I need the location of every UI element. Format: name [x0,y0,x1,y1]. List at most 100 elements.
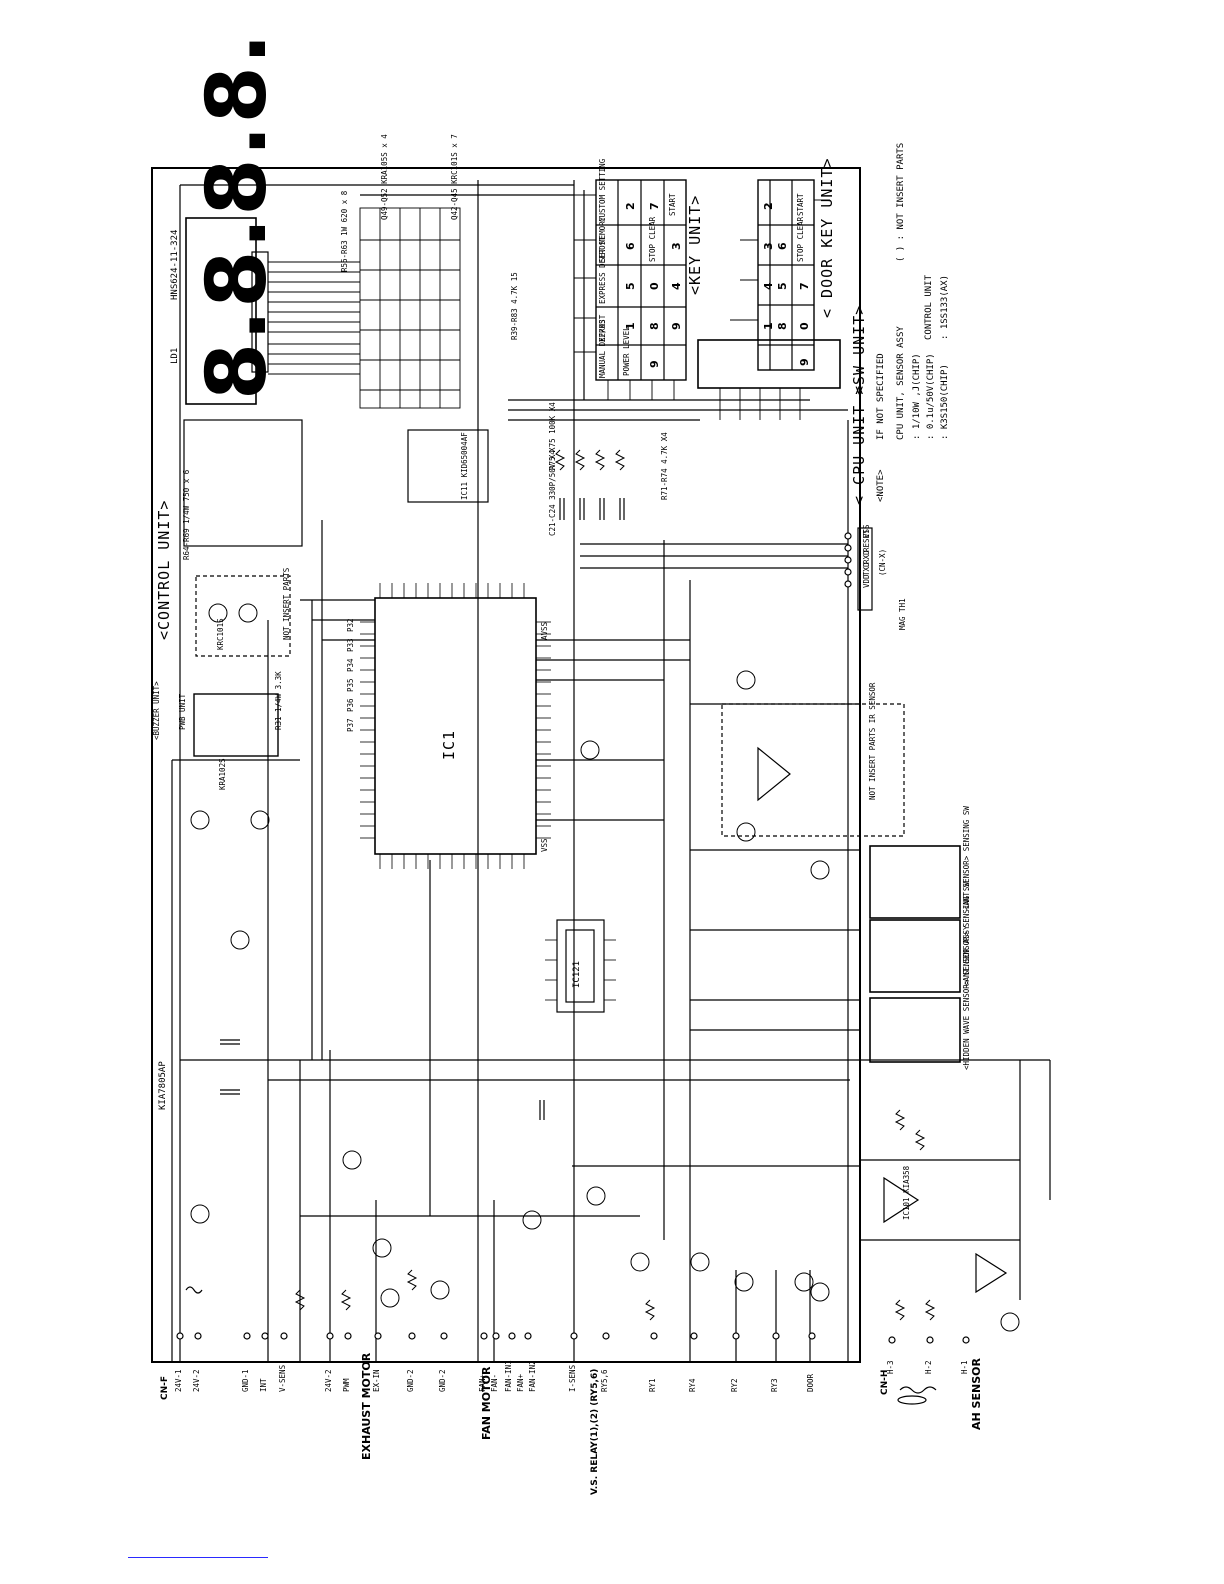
display-part-number: HNS624-11-324 [170,229,180,300]
key-stop-clear: STOP CLEAR [648,216,657,262]
r31-note: R31 1/4W 3.3K [274,671,283,730]
cn-x-vdd: VDD [862,574,871,588]
ic11-label: IC11 KID65004AF [460,432,469,500]
key-express-defrost: EXPRESS DEFROST [598,236,607,304]
key-8: 8 [648,322,661,330]
q46-part: KRA102S [218,758,227,790]
seven-segment-display: 8.8.8.8. [190,31,285,400]
cn-h-pin-2: H-2 [924,1360,933,1374]
key-3: 3 [670,242,683,250]
door-key-stop-clear: STOP CLEAR [796,216,805,262]
cn-f-label: CN-F [160,1375,170,1400]
cn-f-pin-fanplus2: FAN+ [516,1373,525,1392]
key-manual-defrost: MANUAL DEFROST [598,314,607,378]
cpu-unit-title: < CPU UNIT > [850,384,868,505]
note-line-2: CPU UNIT, SENSOR ASSY [896,326,906,440]
ir-sensor-label: NOT INSERT PARTS IR SENSOR [868,682,877,800]
vs-relay-label: V.S. RELAY(1),(2) (RY5,6) [590,1368,600,1495]
door-key-8: 8 [776,322,789,330]
buzzer-unit-label: <BUZZER UNIT> [152,681,161,740]
key-9b: 9 [670,322,683,330]
display-resistor-note: R56-R63 1W 620 x 8 [340,190,349,272]
key-5: 5 [624,282,637,290]
note-title: <NOTE> [876,469,886,502]
cn-h-pin-1: H-1 [960,1360,969,1374]
ic1-pin-p37: P37 [346,718,355,732]
cn-f-pin-24v2b: 24V-2 [324,1369,333,1392]
sw-unit-title: <SW UNIT> [850,304,868,395]
door-key-7: 7 [798,282,811,290]
door-key-1: 1 [762,322,775,330]
ic1-body [374,597,537,855]
note-line-5: : K3S150(CHIP) [940,364,950,440]
cn-f-pin-gnd2: GND-2 [406,1369,415,1392]
footer-link-line [128,1557,268,1558]
note-line-3: : 1/10W ,J(CHIP) [912,353,922,440]
cn-h-pin-3: H-3 [886,1360,895,1374]
note-line-8: ( ) : NOT INSERT PARTS [896,142,906,262]
door-key-5: 5 [776,282,789,290]
ic101-label: IC101 KIA358 [902,1165,911,1220]
key-7: 7 [648,202,661,210]
key-6: 6 [624,242,637,250]
ic1-pin-p35: P35 [346,678,355,692]
r71-note: R71-R74 4.7K X4 [660,432,669,500]
cn-f-pin-ry3: RY3 [770,1378,779,1392]
not-insert-label: NOT INSERT PARTS [282,567,291,640]
cn-f-pin-gnd2b: GND-2 [438,1369,447,1392]
note-line-4: : 0.1u/50V(CHIP) [926,353,936,440]
key-4: 4 [670,282,683,290]
exhaust-motor-label: EXHAUST MOTOR [360,1352,373,1460]
door-key-0: 0 [798,322,811,330]
cn-f-pin-fanin1: FAN-IN1 [504,1360,513,1392]
door-key-start: START [796,193,805,216]
cn-f-pin-pwm: PWM [342,1378,351,1392]
r39-note: R39-R83 4.7K 15 [510,272,519,340]
ah-sensor-label: AH SENSOR [970,1358,983,1430]
display-ref: LD1 [170,347,180,364]
ic1-pin-vss: VSS [540,838,549,852]
ic1-pin-avss: AVSS [540,621,549,640]
door-key-9: 9 [798,358,811,366]
key-power-level: POWER LEVEL [622,326,631,376]
key-unit-title: <KEY UNIT> [686,194,704,295]
door-key-6: 6 [776,242,789,250]
cn-f-pin-24v1: 24V-1 [174,1369,183,1392]
door-key-3: 3 [762,242,775,250]
door-key-4: 4 [762,282,775,290]
pwb-unit-label: PWB UNIT [178,693,187,730]
note-line-6: CONTROL UNIT [924,274,934,340]
key-start: START [668,193,677,216]
water-sensor-label: <HIDDEN WAVE SENSOR> SENSOR ASSY [962,925,971,1071]
transistor-note-q40: Q49-Q52 KRA105S x 4 [380,134,389,220]
note-line-7: : 1SS133(AX) [940,274,950,340]
key-0: 0 [648,282,661,290]
door-key-unit-title: < DOOR KEY UNIT> [818,157,836,319]
key-2: 2 [624,202,637,210]
ic1-pin-p34: P34 [346,658,355,672]
cn-x-reset: RESET [862,529,871,552]
cn-f-pin-24v2: 24V-2 [192,1369,201,1392]
fan-motor-label: FAN MOTOR [480,1366,493,1440]
key-9: 9 [648,360,661,368]
cn-f-pin-gnd1: GND-1 [241,1369,250,1392]
regulator-label: KIA7805AP [158,1061,168,1110]
cn-f-pin-int: INT [259,1378,268,1392]
mag-th-label: MAG TH1 [898,598,907,630]
cn-x-label: (CN-X) [878,548,887,576]
cn-f-pin-ry56: RY5,6 [600,1369,609,1392]
ic1-pin-p32: P32 [346,618,355,632]
cn-f-pin-vsens: V-SENS [278,1364,287,1392]
cn-f-pin-exin: EX-IN [372,1369,381,1392]
ic121-label: IC121 [572,960,582,988]
control-unit-title: <CONTROL UNIT> [155,499,173,640]
cn-f-pin-door: DOOR [806,1373,815,1392]
cn-f-pin-ry4: RY4 [688,1378,697,1392]
transistor-note-q42: Q42-Q45 KRC101S x 7 [450,134,459,220]
cn-f-pin-isens: I-SENS [568,1364,577,1392]
resistor-note-r84: R64-R69 1/4W 750 x 6 [182,469,191,560]
ic1-pin-p33: P33 [346,638,355,652]
r75-note: R75 X75 100K X4 [548,402,557,470]
key-custom-setting: CUSTOM SETTING [598,158,607,222]
